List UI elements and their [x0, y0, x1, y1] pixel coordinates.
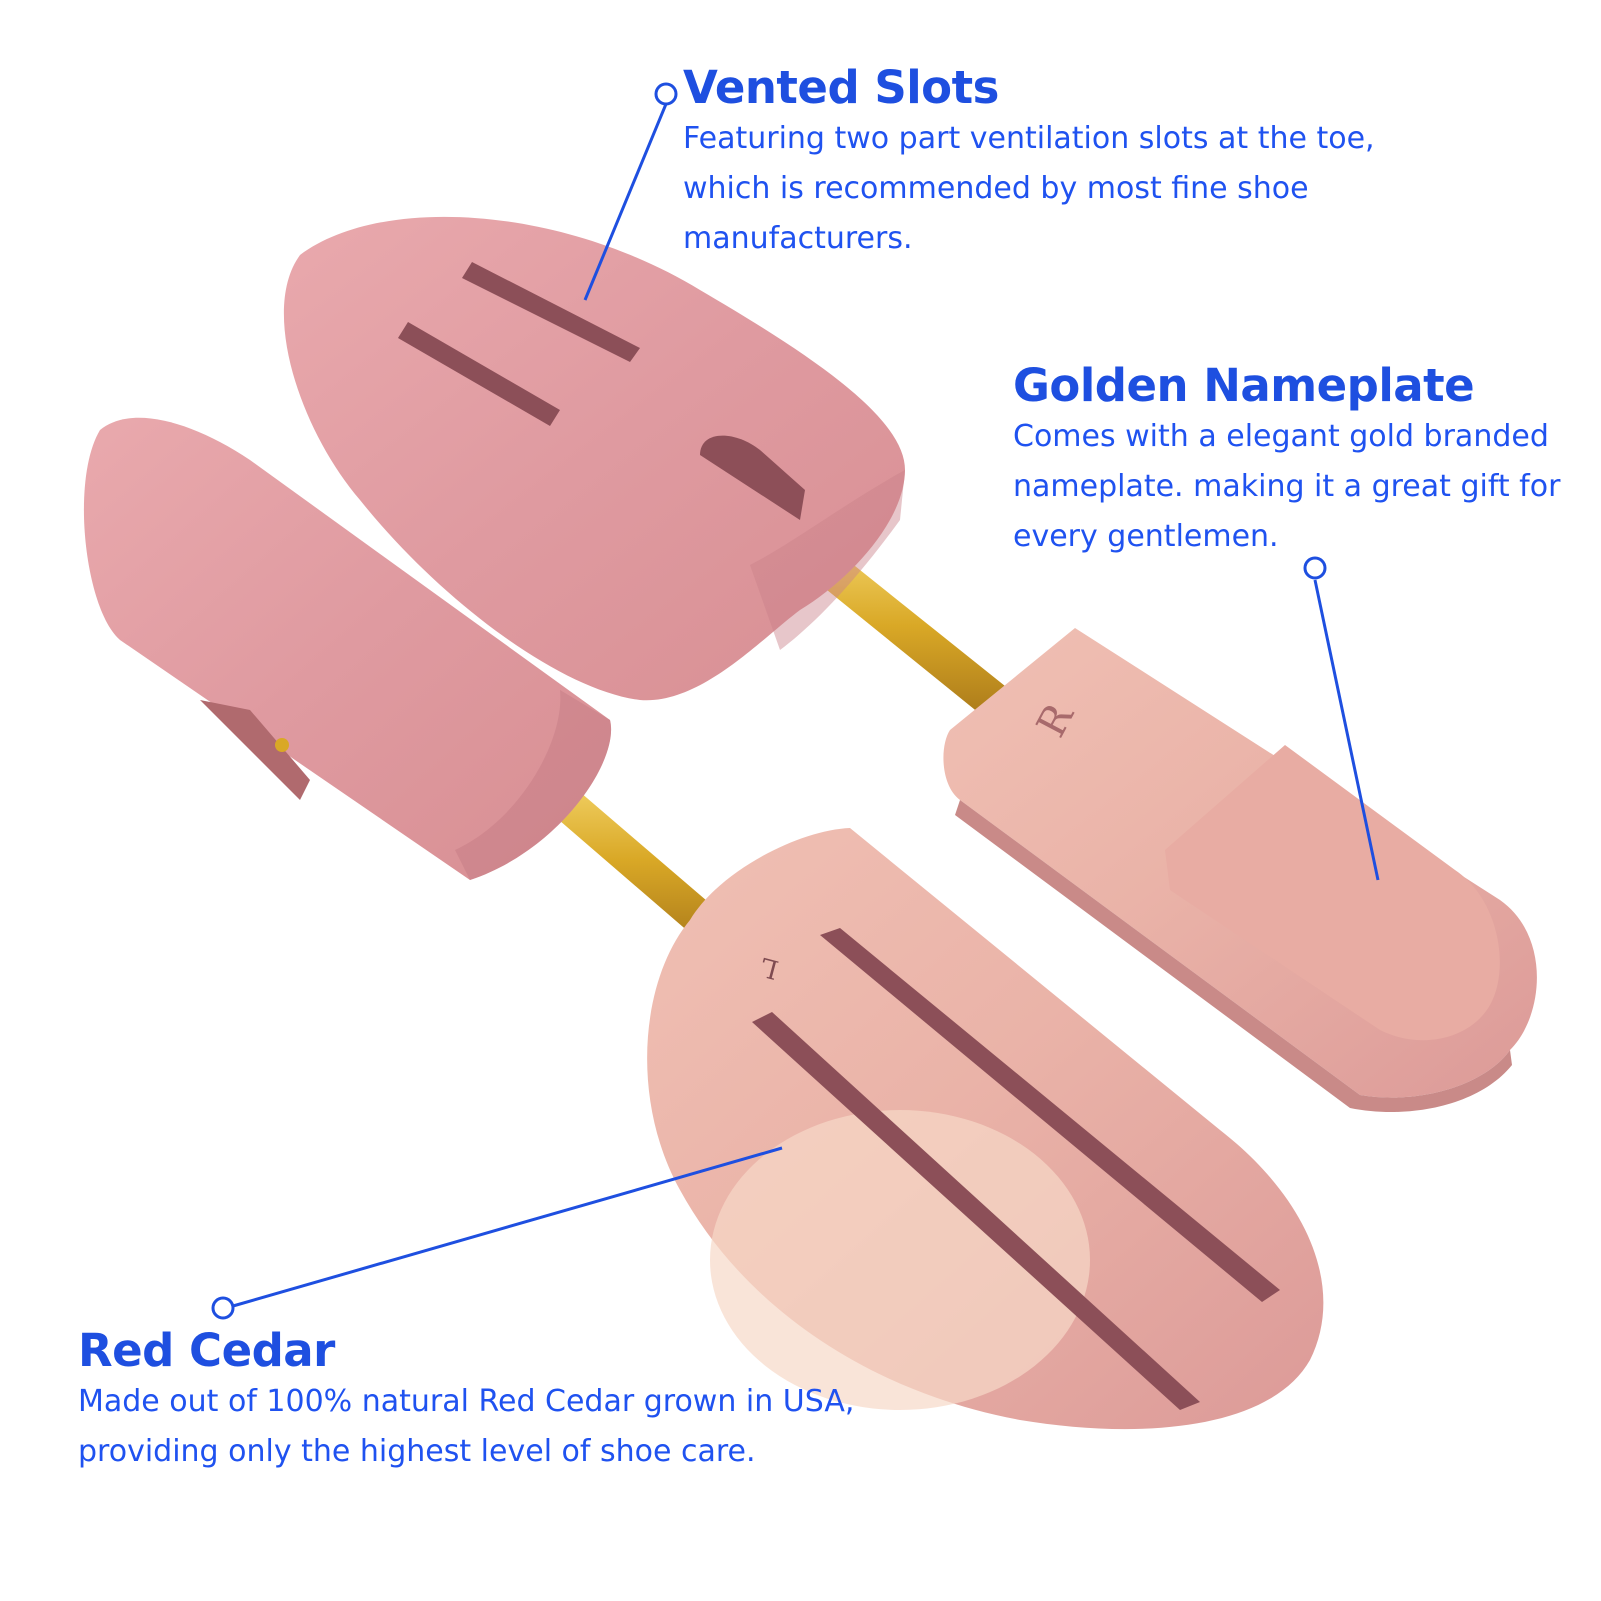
- lower-heel-piece: [83, 417, 612, 880]
- brass-rod-upper: [790, 530, 1010, 722]
- callout-red-cedar: Red Cedar Made out of 100% natural Red C…: [78, 1325, 978, 1477]
- brass-pin: [275, 738, 289, 752]
- callout-body: Made out of 100% natural Red Cedar grown…: [78, 1383, 855, 1469]
- leader-golden-nameplate: [1303, 556, 1380, 881]
- callout-title: Vented Slots: [683, 61, 999, 114]
- vent-slot-upper-1: [462, 262, 640, 362]
- callout-body: Featuring two part ventilation slots at …: [683, 120, 1375, 256]
- vent-slot-lower-1: [820, 928, 1280, 1302]
- brass-rod-lower: [530, 768, 735, 952]
- upper-toe-piece: [283, 216, 905, 701]
- upper-heel-piece: R: [943, 628, 1537, 1113]
- callout-title: Red Cedar: [78, 1324, 335, 1377]
- callout-title: Golden Nameplate: [1013, 359, 1475, 412]
- leader-vented-slots: [583, 82, 678, 301]
- leader-red-cedar: [211, 1146, 783, 1320]
- callout-golden-nameplate: Golden Nameplate Comes with a elegant go…: [1013, 360, 1593, 562]
- callout-vented-slots: Vented Slots Featuring two part ventilat…: [683, 62, 1443, 264]
- vent-slot-lower-2: [752, 1012, 1200, 1410]
- lower-toe-piece: L: [647, 828, 1324, 1430]
- vent-slot-upper-2: [398, 322, 560, 426]
- callout-body: Comes with a elegant gold branded namepl…: [1013, 418, 1561, 554]
